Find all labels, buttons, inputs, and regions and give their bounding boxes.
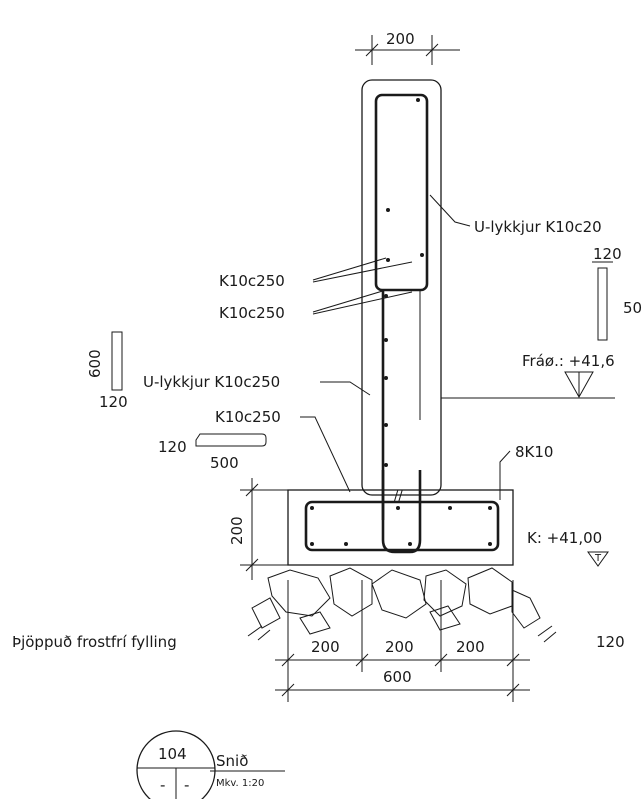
label-u-bar-right: U-lykkjur K10c20 — [429, 194, 602, 236]
concrete-wall — [361, 79, 442, 520]
ground-level-marker: Fráø.: +41,6 — [441, 352, 615, 399]
dim-footing-width-text: 600 — [383, 668, 412, 686]
label-k10-a-text: K10c250 — [219, 272, 285, 290]
label-k10-b-text: K10c250 — [219, 304, 285, 322]
ground-level-text: Fráø.: +41,6 — [522, 352, 615, 370]
bar-shape-l-long-text: 500 — [210, 454, 239, 472]
label-k10-b: K10c250 — [219, 289, 413, 322]
label-fill: Þjöppuð frostfrí fylling — [12, 633, 177, 651]
label-bottom-bars-text: 8K10 — [515, 443, 553, 461]
dim-footing-height-text: 200 — [228, 516, 246, 545]
dim-footing-mid-text: 200 — [385, 638, 414, 656]
section-scale: Mkv. 1:20 — [216, 778, 264, 789]
foundation-level-text: K: +41,00 — [527, 529, 602, 547]
dim-footing-right-text: 200 — [456, 638, 485, 656]
dim-wall-width: 200 — [355, 30, 460, 65]
bar-shape-right-leg-text: 50 — [623, 299, 642, 317]
section-cell-left: - — [160, 776, 165, 794]
frost-free-fill — [247, 567, 557, 643]
dim-wall-width-text: 200 — [386, 30, 415, 48]
dim-footing-width: 600 — [275, 668, 530, 702]
section-cell-right: - — [184, 776, 189, 794]
bar-shape-bottom-right-text: 120 — [596, 633, 625, 651]
foundation-level-marker: T K: +41,00 — [527, 529, 609, 567]
label-k10-c-text: K10c250 — [215, 408, 281, 426]
dim-footing-height: 200 — [228, 478, 290, 580]
label-k10-c: K10c250 — [215, 408, 351, 493]
label-bottom-bars: 8K10 — [499, 443, 553, 500]
section-marker: 104 - - Snið Mkv. 1:20 — [136, 730, 285, 799]
label-k10-a: K10c250 — [219, 257, 413, 290]
dim-footing-left-text: 200 — [311, 638, 340, 656]
bar-shape-right-top-text: 120 — [593, 245, 622, 263]
section-number: 104 — [158, 745, 187, 763]
concrete-footing: // — [287, 470, 514, 566]
hatch-mark: // — [394, 489, 403, 504]
bar-shape-left-foot-text: 120 — [99, 393, 128, 411]
bar-shape-l: 120 500 — [158, 433, 267, 472]
label-u-bar-left: U-lykkjur K10c250 — [143, 373, 371, 396]
bar-shape-left-leg-text: 600 — [86, 349, 104, 378]
dim-footing-parts: 200 200 200 — [275, 580, 530, 672]
bar-shape-l-short-text: 120 — [158, 438, 187, 456]
label-u-bar-right-text: U-lykkjur K10c20 — [474, 218, 602, 236]
section-title: Snið — [216, 752, 248, 770]
bar-shape-right: 120 50 — [592, 245, 642, 341]
label-u-bar-left-text: U-lykkjur K10c250 — [143, 373, 280, 391]
foundation-level-symbol: T — [594, 553, 602, 564]
bar-shape-left: 600 120 — [86, 331, 128, 411]
